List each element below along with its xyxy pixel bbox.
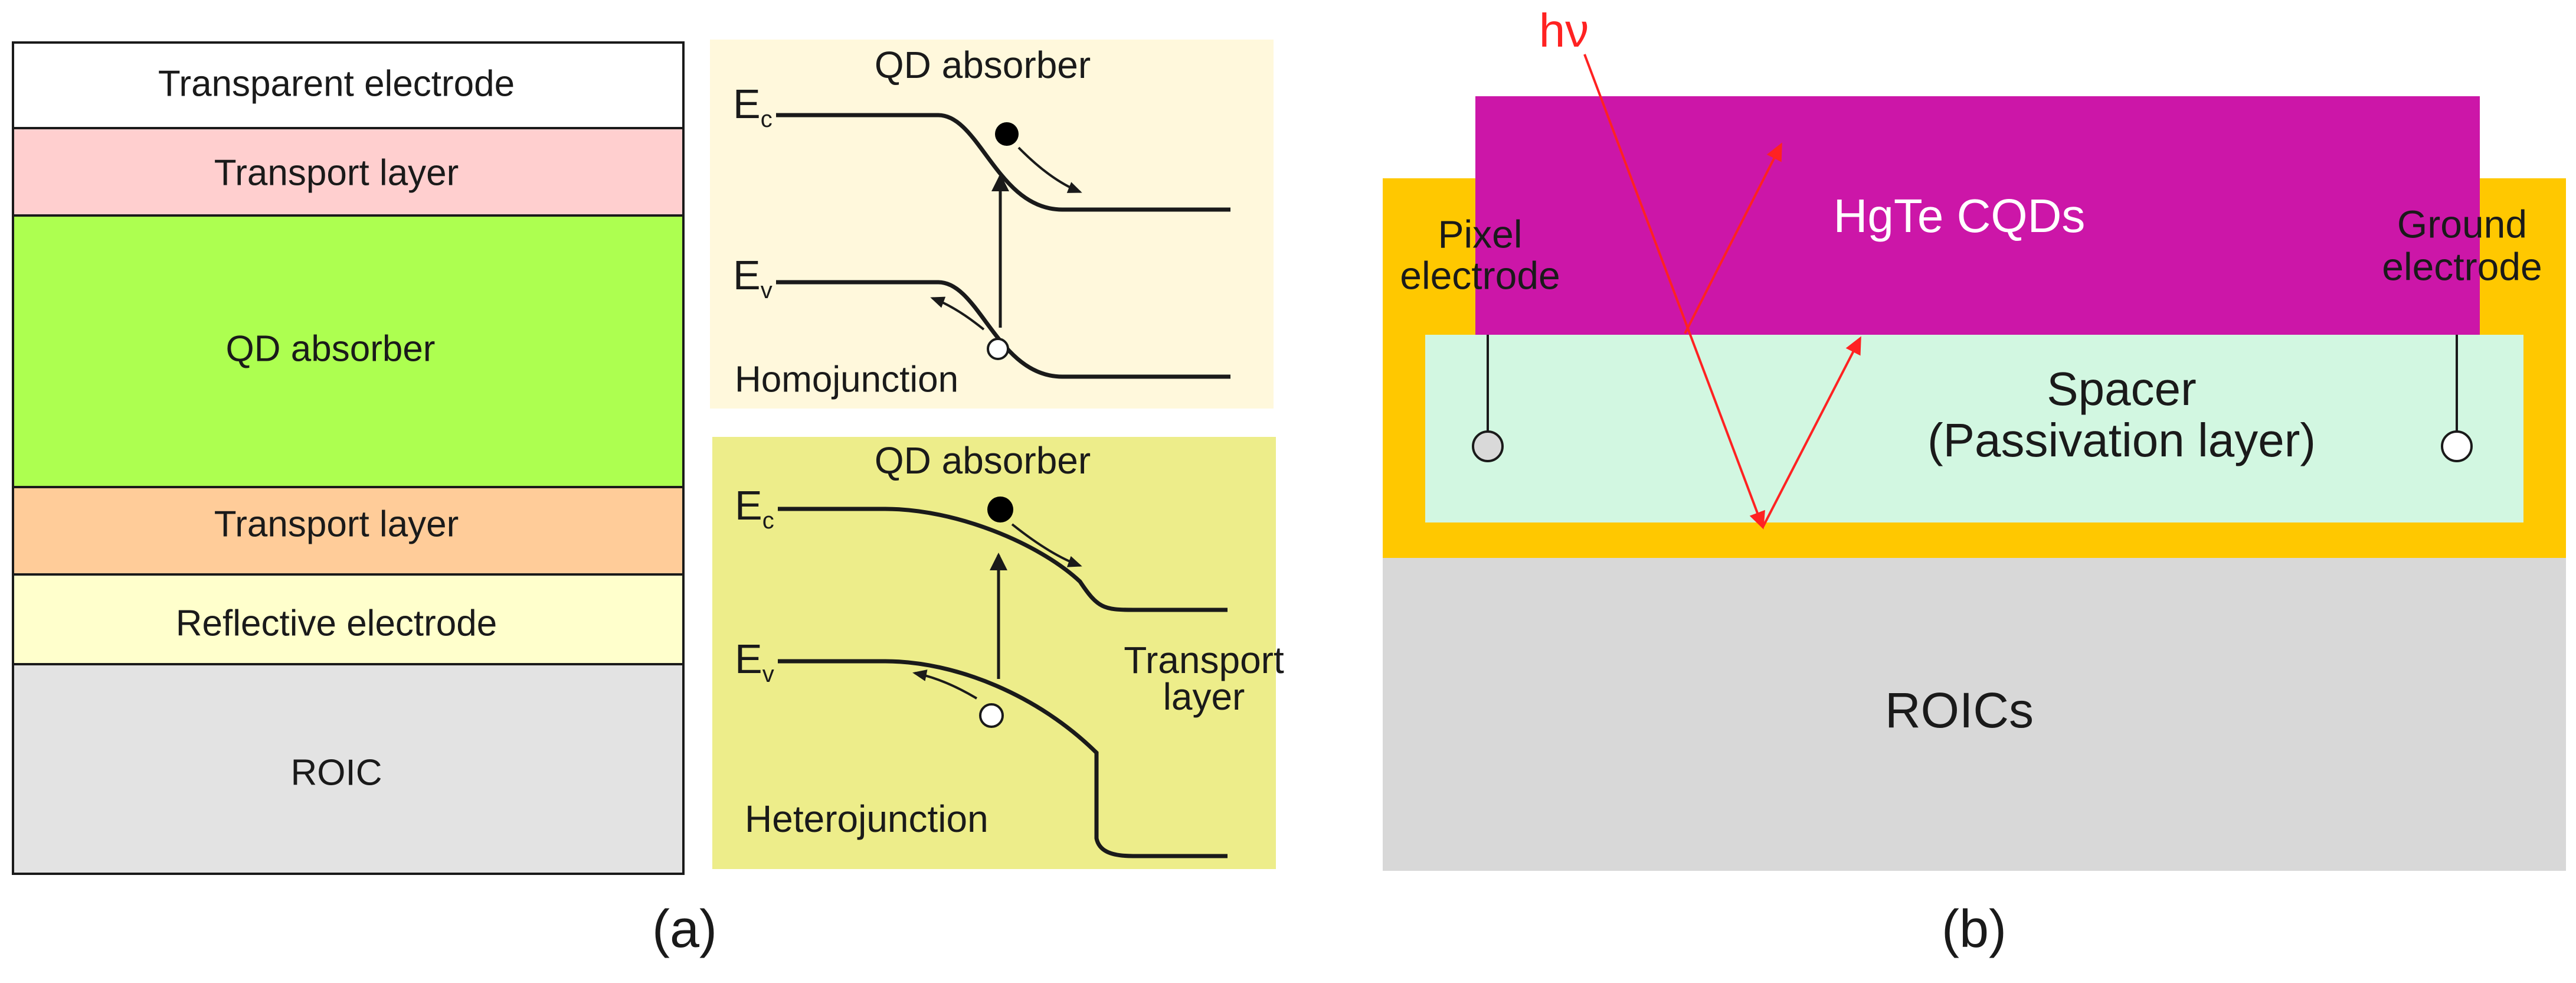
homojunction-valence-band	[776, 280, 1230, 379]
pixel-electrode-label-line1: Pixel	[1438, 212, 1522, 256]
heterojunction-ec-label: Ec	[735, 482, 774, 534]
layer-stack: Transparent electrode Transport layer QD…	[12, 41, 685, 875]
spacer-label-line1: Spacer	[2047, 362, 2196, 415]
right-electrode-wall	[2523, 298, 2566, 522]
homojunction-hole	[987, 338, 1009, 360]
caption-b: (b)	[1942, 900, 2007, 959]
layer-label-qd-absorber: QD absorber	[226, 328, 436, 369]
hgte-cqd-label: HgTe CQDs	[1834, 190, 2086, 242]
layer-label-transport-bottom: Transport layer	[214, 504, 459, 544]
heterojunction-title: QD absorber	[875, 439, 1091, 482]
caption-a: (a)	[652, 900, 717, 959]
homojunction-conduction-band	[776, 113, 1230, 212]
hgte-cqd-layer	[1475, 96, 2480, 335]
ground-electrode-label-line1: Ground	[2397, 202, 2527, 246]
heterojunction-electron	[987, 497, 1013, 522]
heterojunction-diagram: QD absorber Ec Ev Transport layer Hetero…	[712, 437, 1284, 869]
homojunction-electron-arrow	[1017, 146, 1082, 193]
layer-transport-bottom	[12, 486, 685, 576]
homojunction-title: QD absorber	[875, 44, 1091, 86]
ground-electrode-label-line2: electrode	[2382, 244, 2542, 288]
ground-contact-terminal	[2441, 430, 2473, 462]
heterojunction-valence-band	[778, 659, 1228, 858]
heterojunction-transport-label-line1: Transport	[1124, 639, 1284, 681]
homojunction-hole-arrow	[930, 296, 985, 331]
pixel-electrode-label-line2: electrode	[1400, 253, 1560, 297]
roics-label: ROICs	[1885, 682, 2034, 738]
heterojunction-hole-arrow	[912, 670, 978, 700]
layer-roic	[12, 663, 685, 875]
homojunction-electron	[995, 122, 1019, 146]
photon-label: hν	[1539, 4, 1589, 57]
heterojunction-conduction-band	[778, 507, 1228, 612]
layer-transport-top	[12, 127, 685, 217]
incident-light-ray	[1583, 54, 1765, 530]
layer-transparent-electrode	[12, 41, 685, 129]
layer-label-transparent-electrode: Transparent electrode	[158, 63, 515, 104]
layer-label-transport-top: Transport layer	[214, 152, 459, 193]
left-electrode-wall	[1383, 298, 1425, 522]
heterojunction-hole	[979, 703, 1004, 728]
roics-substrate	[1383, 558, 2566, 871]
spacer-layer	[1425, 335, 2523, 522]
spacer-label-line2: (Passivation layer)	[1927, 414, 2316, 466]
homojunction-ev-label: Ev	[733, 252, 773, 303]
homojunction-ec-label: Ec	[733, 81, 773, 132]
homojunction-label: Homojunction	[735, 359, 958, 400]
heterojunction-label: Heterojunction	[745, 798, 988, 840]
homojunction-diagram: QD absorber Ec Ev Homojunction	[710, 40, 1274, 409]
heterojunction-ev-label: Ev	[735, 636, 774, 687]
absorber-internal-ray	[1684, 142, 1782, 334]
pixel-contact-terminal	[1472, 430, 1504, 462]
heterojunction-electron-arrow	[1011, 523, 1082, 567]
layer-qd-absorber	[12, 214, 685, 488]
device-cross-section: HgTe CQDs Pixel electrode Ground electro…	[1383, 4, 2566, 871]
layer-label-reflective-electrode: Reflective electrode	[176, 603, 497, 644]
heterojunction-transport-label-line2: layer	[1163, 675, 1245, 718]
bottom-reflector-electrode	[1383, 522, 2566, 558]
layer-label-roic: ROIC	[291, 752, 382, 793]
reflected-light-ray	[1762, 336, 1861, 528]
